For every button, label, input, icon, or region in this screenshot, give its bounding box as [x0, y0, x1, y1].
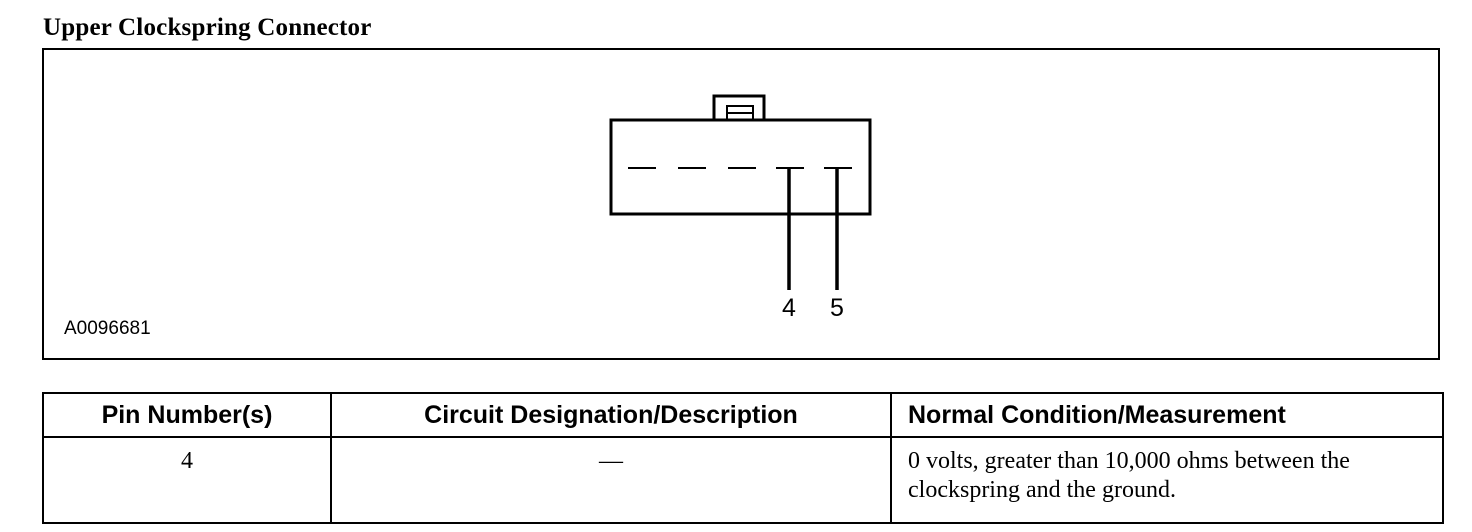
cell-circuit: —: [330, 436, 892, 524]
page-title: Upper Clockspring Connector: [43, 14, 372, 41]
pin-label-5: 5: [830, 294, 844, 322]
header-pin-number: Pin Number(s): [42, 392, 332, 438]
cell-condition: 0 volts, greater than 10,000 ohms betwee…: [890, 436, 1444, 524]
table-row: 4 — 0 volts, greater than 10,000 ohms be…: [42, 436, 1444, 524]
header-circuit: Circuit Designation/Description: [330, 392, 892, 438]
cell-pin: 4: [42, 436, 332, 524]
header-condition: Normal Condition/Measurement: [890, 392, 1444, 438]
pin-table: Pin Number(s) Circuit Designation/Descri…: [42, 392, 1444, 524]
figure-id: A0096681: [64, 318, 151, 339]
table-header-row: Pin Number(s) Circuit Designation/Descri…: [42, 392, 1444, 438]
pin-label-4: 4: [782, 294, 796, 322]
connector-lock-tab: [712, 94, 766, 122]
connector-figure: 4 5 A0096681: [42, 48, 1440, 360]
connector-diagram: [609, 94, 872, 290]
